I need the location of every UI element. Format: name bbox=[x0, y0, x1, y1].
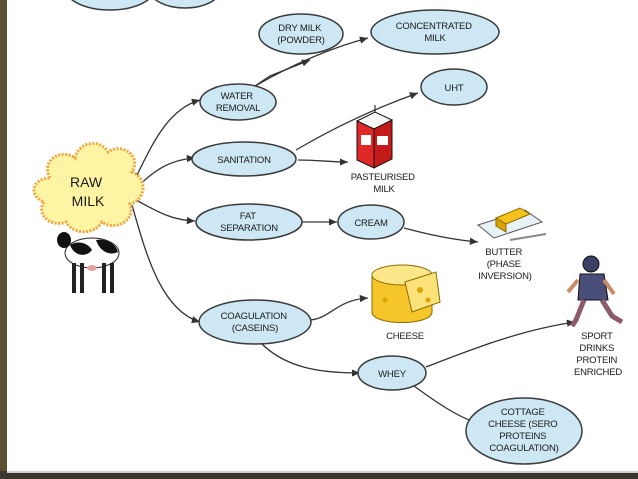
edges bbox=[131, 36, 576, 425]
cropped-bubbles bbox=[71, 0, 216, 11]
left-border bbox=[0, 0, 7, 471]
pasteurised-milk-label: PASTEURISED MILK bbox=[351, 172, 418, 195]
football-player-icon bbox=[566, 255, 624, 328]
bottom-border bbox=[0, 471, 638, 479]
butter-dish-icon bbox=[476, 207, 547, 241]
fat-separation-node: FAT SEPARATION bbox=[195, 203, 303, 241]
svg-text:CONCENTRATED MILK: CONCENTRATED MILK bbox=[396, 21, 475, 44]
cow-icon bbox=[57, 232, 120, 293]
butter-label: BUTTER (PHASE INVERSION) bbox=[478, 247, 531, 282]
edge-raw-water bbox=[131, 98, 201, 186]
milk-carton-icon bbox=[355, 105, 394, 169]
coagulation-node: COAGULATION (CASEINS) bbox=[198, 299, 312, 345]
sanitation-node: SANITATION bbox=[191, 141, 297, 177]
svg-text:COTTAGE CHEESE (SERO: COTTAGE CHEESE (SERO PROTEINS COAGULATIO… bbox=[488, 407, 560, 454]
svg-text:WATER REMOVAL: WATER REMOVAL bbox=[216, 91, 260, 114]
raw-milk-label-2: MILK bbox=[72, 193, 105, 209]
edge-raw-coag bbox=[131, 204, 201, 324]
svg-text:RAW MILK: RAW MILK bbox=[70, 174, 106, 209]
uht-node: UHT bbox=[420, 68, 488, 106]
edge-cream-butter bbox=[403, 227, 479, 245]
edge-san-past bbox=[297, 158, 349, 166]
svg-text:SANITATION: SANITATION bbox=[217, 155, 271, 166]
cottage-cheese-node: COTTAGE CHEESE (SERO PROTEINS COAGULATIO… bbox=[465, 397, 583, 465]
edge-coag-cheese bbox=[307, 294, 369, 321]
svg-text:UHT: UHT bbox=[445, 83, 464, 94]
cream-node: CREAM bbox=[337, 204, 405, 240]
svg-text:FAT SEPARATION: FAT SEPARATION bbox=[220, 211, 278, 234]
whey-node: WHEY bbox=[357, 355, 427, 391]
edge-whey-cottage bbox=[413, 385, 479, 425]
edge-coag-whey bbox=[259, 341, 361, 377]
cheese-wheel-icon bbox=[371, 264, 441, 323]
svg-text:CREAM: CREAM bbox=[354, 218, 388, 229]
raw-milk-label-1: RAW bbox=[70, 174, 103, 190]
cheese-label: CHEESE bbox=[386, 331, 424, 342]
edge-san-uht bbox=[295, 92, 419, 151]
edge-water-conc bbox=[254, 36, 369, 87]
dry-milk-node: DRY MILK (POWDER) bbox=[258, 13, 344, 55]
sport-drinks-label: SPORT DRINKS PROTEIN ENRICHED bbox=[574, 331, 622, 378]
edge-whey-sport bbox=[425, 319, 576, 368]
svg-text:DRY MILK (POWDER): DRY MILK (POWDER) bbox=[277, 23, 325, 46]
raw-milk-node: RAW MILK bbox=[32, 142, 145, 234]
svg-text:WHEY: WHEY bbox=[378, 369, 407, 380]
edge-raw-fat bbox=[135, 199, 196, 225]
concentrated-milk-node: CONCENTRATED MILK bbox=[370, 9, 500, 55]
svg-text:COAGULATION (CASEINS): COAGULATION (CASEINS) bbox=[221, 311, 290, 334]
water-removal-node: WATER REMOVAL bbox=[199, 83, 277, 121]
